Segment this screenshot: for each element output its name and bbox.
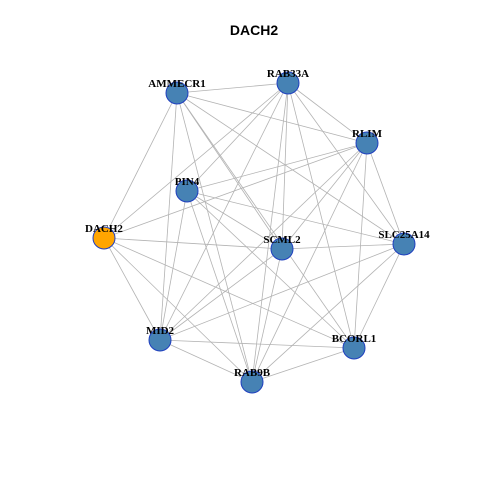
node-rlim: [355, 131, 379, 155]
node-label-bcorl1: BCORL1: [332, 333, 377, 345]
edge-dach2-rab9b: [103, 237, 253, 383]
edge-pin4-rab9b: [186, 190, 253, 383]
edge-scml2-rab9b: [251, 248, 283, 383]
edge-slc25a14-bcorl1: [353, 243, 405, 349]
edge-rab33a-scml2: [281, 82, 289, 250]
edge-slc25a14-rab9b: [251, 243, 405, 383]
node-label-ammecr1: AMMECR1: [148, 78, 205, 90]
edge-rlim-mid2: [159, 142, 368, 341]
edge-ammecr1-bcorl1: [176, 92, 355, 349]
edge-ammecr1-mid2: [159, 92, 178, 341]
node-pin4: [175, 179, 199, 203]
edge-dach2-rlim: [103, 142, 368, 239]
edge-mid2-rab9b: [159, 339, 253, 383]
node-mid2: [148, 328, 172, 352]
node-label-dach2: DACH2: [85, 223, 123, 235]
node-label-rab33a: RAB33A: [267, 68, 309, 80]
node-rab9b: [240, 370, 264, 394]
node-bcorl1: [342, 336, 366, 360]
edge-mid2-bcorl1: [159, 339, 355, 349]
node-rab33a: [276, 71, 300, 95]
edge-rlim-rab9b: [251, 142, 368, 383]
edge-rab33a-mid2: [159, 82, 289, 341]
node-label-mid2: MID2: [146, 325, 175, 337]
edge-ammecr1-slc25a14: [176, 92, 405, 245]
edge-dach2-scml2: [103, 237, 283, 250]
edge-pin4-slc25a14: [186, 190, 405, 245]
edge-dach2-mid2: [103, 237, 161, 341]
node-slc25a14: [392, 232, 416, 256]
node-label-scml2: SCML2: [263, 234, 301, 246]
edge-pin4-mid2: [159, 190, 188, 341]
edge-pin4-bcorl1: [186, 190, 355, 349]
diagram-title: DACH2: [230, 22, 278, 38]
edge-pin4-scml2: [186, 190, 283, 250]
edge-rab33a-pin4: [186, 82, 289, 192]
node-label-pin4: PIN4: [175, 176, 200, 188]
node-layer: [92, 71, 416, 394]
edge-rab9b-bcorl1: [251, 347, 355, 383]
node-label-rlim: RLIM: [352, 128, 383, 140]
edge-slc25a14-mid2: [159, 243, 405, 341]
edge-ammecr1-rlim: [176, 92, 368, 144]
node-scml2: [270, 237, 294, 261]
edge-dach2-rab33a: [103, 82, 289, 239]
edge-layer: [103, 82, 405, 383]
edge-rab33a-bcorl1: [287, 82, 355, 349]
node-ammecr1: [165, 81, 189, 105]
edge-scml2-slc25a14: [281, 243, 405, 250]
node-label-slc25a14: SLC25A14: [378, 229, 430, 241]
edge-rab33a-rlim: [287, 82, 368, 144]
edge-rlim-pin4: [186, 142, 368, 192]
edge-rab33a-rab9b: [251, 82, 289, 383]
node-label-rab9b: RAB9B: [234, 367, 271, 379]
edge-ammecr1-scml2: [176, 92, 283, 250]
edge-rlim-scml2: [281, 142, 368, 250]
edge-ammecr1-rab9b: [176, 92, 253, 383]
node-dach2: [92, 226, 116, 250]
edge-rlim-slc25a14: [366, 142, 405, 245]
edge-dach2-ammecr1: [103, 92, 178, 239]
edge-scml2-mid2: [159, 248, 283, 341]
edge-ammecr1-rab33a: [176, 82, 289, 94]
